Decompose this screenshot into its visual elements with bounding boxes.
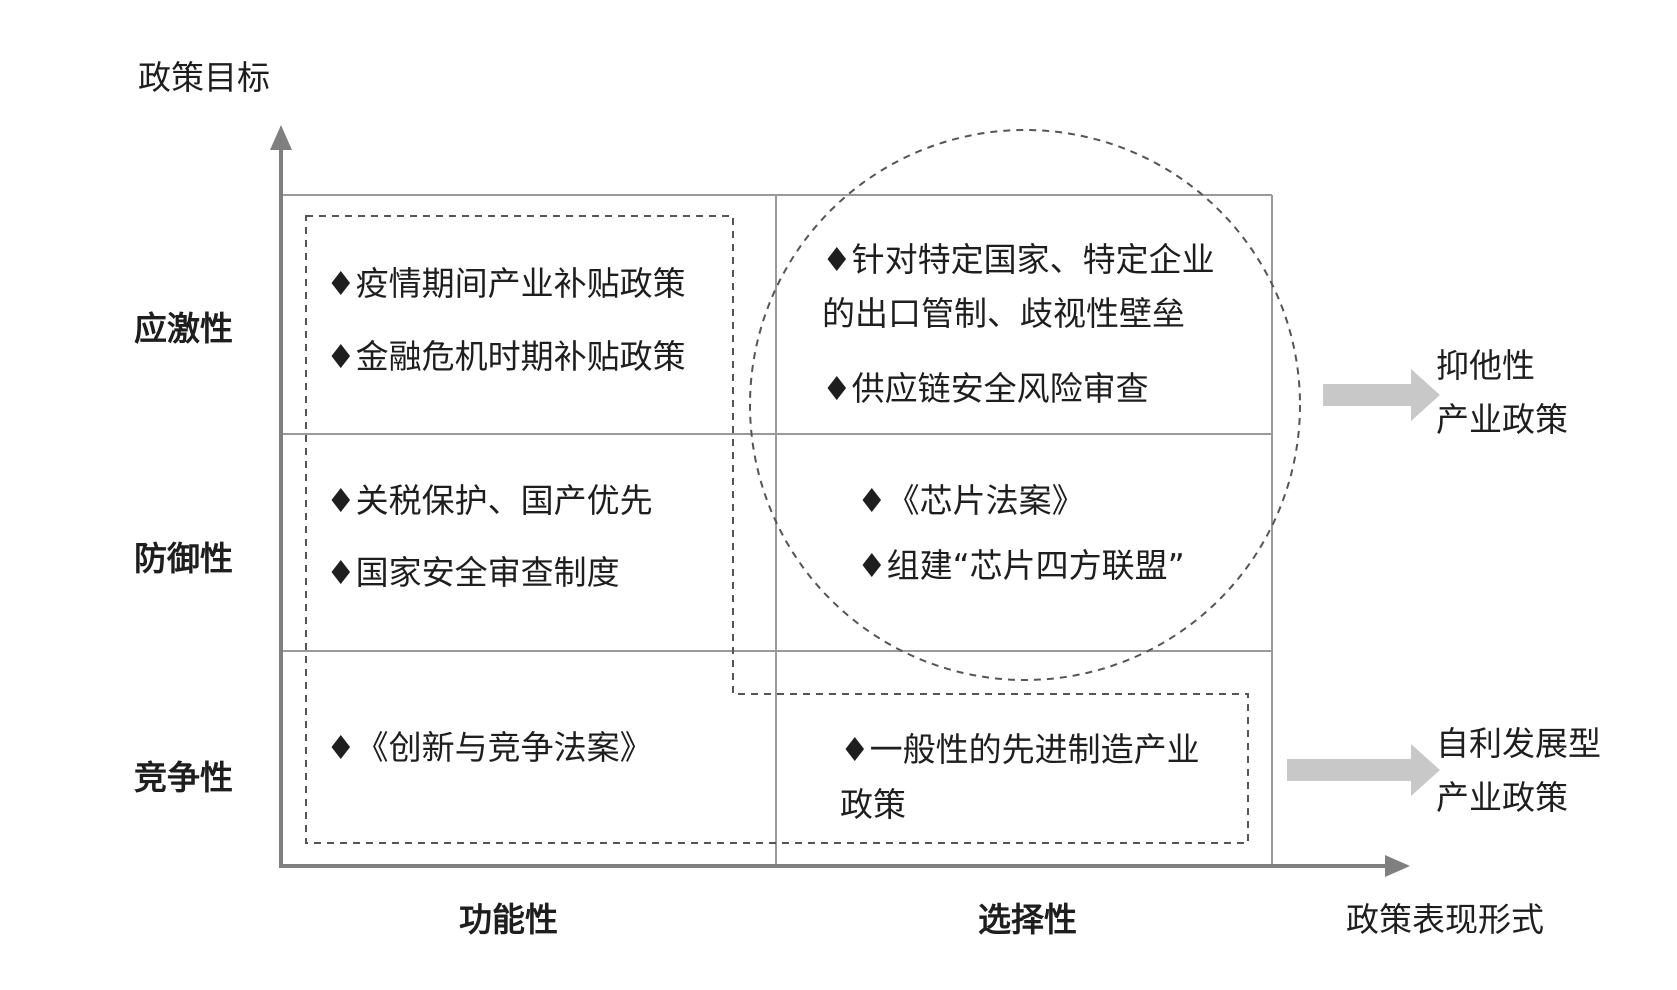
cell-item-financial-crisis-subsidy: ♦金融危机时期补贴政策: [326, 337, 686, 376]
row-label-defensive: 防御性: [134, 539, 233, 578]
outcome-arrow-top: [1323, 369, 1440, 421]
outcome-label-top-line2: 产业政策: [1436, 400, 1568, 439]
cell-item-supply-chain-review: ♦供应链安全风险审查: [822, 369, 1149, 408]
x-axis: [279, 855, 1410, 877]
cell-item-export-control: ♦针对特定国家、特定企业: [822, 240, 1215, 279]
cell-item-export-control-cont: 的出口管制、歧视性壁垒: [822, 294, 1185, 333]
y-axis: [270, 125, 292, 866]
outcome-label-top-line1: 抑他性: [1436, 346, 1535, 385]
y-axis-arrowhead: [270, 125, 292, 150]
column-label-functional: 功能性: [459, 900, 558, 939]
row-label-competitive: 竞争性: [134, 758, 233, 797]
row-label-reactive: 应激性: [134, 309, 233, 348]
cell-item-chips-act: ♦《芯片法案》: [857, 481, 1085, 520]
outcome-arrow-bottom: [1287, 744, 1440, 796]
column-label-selective: 选择性: [978, 900, 1077, 939]
x-axis-arrowhead: [1385, 855, 1410, 877]
selective-dashed-circle: [749, 129, 1301, 681]
outcome-label-bottom-line2: 产业政策: [1436, 778, 1568, 817]
cell-item-security-review: ♦国家安全审查制度: [326, 553, 620, 592]
y-axis-title: 政策目标: [138, 58, 270, 97]
cell-item-advanced-manufacturing-cont: 政策: [840, 785, 906, 824]
cell-item-advanced-manufacturing: ♦一般性的先进制造产业: [840, 730, 1200, 769]
outcome-label-bottom-line1: 自利发展型: [1436, 724, 1601, 763]
matrix-grid: [281, 194, 1273, 866]
cell-item-pandemic-subsidy: ♦疫情期间产业补贴政策: [326, 264, 686, 303]
functional-dashed-region: [305, 215, 1249, 844]
cell-item-innovation-act: ♦《创新与竞争法案》: [326, 728, 653, 767]
x-axis-title: 政策表现形式: [1346, 900, 1544, 939]
cell-item-tariff-protection: ♦关税保护、国产优先: [326, 481, 653, 520]
cell-item-chip4-alliance: ♦组建“芯片四方联盟”: [857, 546, 1185, 585]
